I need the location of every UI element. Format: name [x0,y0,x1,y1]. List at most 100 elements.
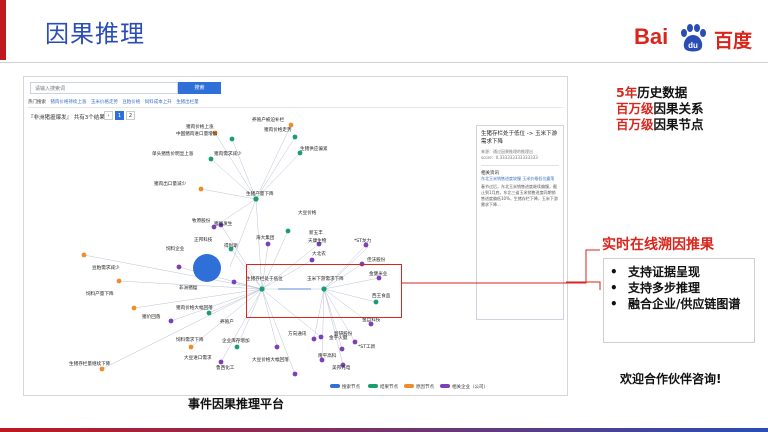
graph-legend: 搜索节点 结果节点 原因节点 相关企业（公司） [330,383,488,390]
node-label: 佳沃股份 [367,256,386,263]
graph-node[interactable] [231,279,237,285]
node-label: 隆平高科 [318,352,337,359]
stat-highlight: 百万级 [616,101,654,116]
node-label: 猪价回落 [142,313,161,320]
node-label: 猪肉价格走势 [264,126,292,133]
graph-node[interactable] [311,336,317,342]
node-label: 猪肉价格上涨 [186,123,214,130]
legend-label: 搜索节点 [342,383,360,390]
node-label: 猪肉出口量减少 [154,180,187,187]
graph-node[interactable] [318,334,324,340]
search-node[interactable] [193,254,221,282]
page-prev[interactable]: ‹ [104,111,113,120]
graph-node[interactable] [206,310,212,316]
graph-node[interactable] [340,362,346,368]
node-label: 大豆进口需求 [184,354,212,361]
platform-caption: 事件因果推理平台 [188,397,285,411]
search-input[interactable]: 请输入搜索词 [30,82,178,94]
related-link[interactable]: 东北玉米销售进度较慢 玉米价格低位震荡 [481,176,555,181]
node-label: 养殖户 [220,318,234,325]
graph-node[interactable] [373,299,379,305]
node-label: 天康生物 [308,237,327,244]
graph-node[interactable] [368,321,374,327]
node-label: 生猪存栏处于低位 [246,275,283,282]
graph-node[interactable] [168,318,174,324]
graph-node[interactable] [218,222,224,228]
graph-node[interactable] [234,344,240,350]
hot-label: 热门搜索 [28,100,46,105]
hot-item[interactable]: 猪肉价格持续上涨 [50,100,87,105]
related-body: 春节过后，东北玉米销售进度继续偏慢，截止到1月底，东北三省玉米销售进度同期销售进… [481,184,558,207]
node-label: 饲料需求下降 [176,336,204,343]
graph-node[interactable] [274,344,280,350]
graph-nodes [81,122,382,377]
feature-text: 支持证据呈现 [628,265,701,279]
graph-node[interactable] [292,134,298,140]
logo-cn-text: 百度 [714,30,753,52]
graph-node[interactable] [208,156,214,162]
node-label: 中国猪肉进口量增加 [176,130,218,137]
node-label: 金健米业 [369,270,388,277]
divider [28,107,563,108]
graph-node[interactable] [352,339,358,345]
graph-node[interactable] [253,196,259,202]
graph-node[interactable] [198,186,204,192]
realtime-title: 实时在线溯因推果 [602,237,714,253]
evidence-source: 来源：通过因果推理的推理出 [481,149,533,154]
logo-paw-text: du [688,41,698,50]
graph-node[interactable] [285,228,291,234]
node-label: 非洲猪瘟 [179,284,198,291]
graph-node[interactable] [99,366,105,372]
result-count: 『非洲猪瘟爆发』 共有3个结果 [28,115,105,121]
node-label: 新研股份 [334,330,353,337]
graph-node[interactable] [218,359,224,365]
node-label: 大北农 [312,250,326,257]
graph-node[interactable] [188,344,194,350]
node-label: *ST工新 [358,343,376,350]
hot-item[interactable]: 玉米价格走势 [90,100,118,105]
graph-node[interactable] [259,286,265,292]
causal-graph[interactable]: 猪肉价格上涨 养殖户被迫补栏 中国猪肉进口量增加 猪肉价格走势 单头猪售价明显上… [24,77,568,396]
graph-node[interactable] [319,357,325,363]
search-button[interactable]: 搜索 [178,82,221,94]
feature-text: 融合企业/供应链图谱 [628,297,741,311]
page-button-1[interactable]: 1 [115,111,124,120]
graph-node[interactable] [316,241,322,247]
legend-label: 原因节点 [416,384,434,390]
hot-item[interactable]: 生猪出栏量 [176,100,199,105]
legend-label: 相关企业（公司） [452,383,488,390]
page-button-2[interactable]: 2 [126,111,135,120]
stat-text: 因果关系 [653,101,704,116]
platform-screenshot: 请输入搜索词 搜索 热门搜索 猪肉价格持续上涨 玉米价格走势 豆粕价格 饲料成本… [23,76,568,396]
graph-node[interactable] [228,246,234,252]
graph-node[interactable] [292,371,298,377]
page-title: 因果推理 [45,20,145,48]
graph-node[interactable] [288,122,294,128]
graph-node[interactable] [309,257,315,263]
graph-node[interactable] [81,252,87,258]
feature-item: •融合企业/供应链图谱 [610,296,748,312]
hot-item[interactable]: 饲料成本上升 [144,100,172,105]
graph-node[interactable] [265,241,271,247]
legend-swatch [440,384,450,388]
graph-node[interactable] [321,286,327,292]
stat-line: 百万级因果关系 [616,101,766,117]
graph-node[interactable] [131,305,137,311]
graph-node[interactable] [297,150,303,156]
graph-node[interactable] [339,346,345,352]
connector-line [566,281,601,290]
graph-node[interactable] [212,130,218,136]
stat-highlight: 5年 [616,85,638,100]
graph-node[interactable] [363,242,369,248]
feature-item: •支持证据呈现 [610,264,748,280]
graph-node[interactable] [116,278,122,284]
hot-item[interactable]: 豆粕价格 [122,100,141,105]
graph-node[interactable] [211,224,217,230]
node-label: 饲料产量下降 [86,290,114,297]
node-label: 牧原股份 [192,217,211,224]
graph-node[interactable] [229,136,235,142]
node-label: 生猪存栏量继续下降 [69,360,111,367]
graph-node[interactable] [376,275,382,281]
node-label: 养殖户被迫补栏 [252,116,285,123]
graph-node[interactable] [176,264,182,270]
